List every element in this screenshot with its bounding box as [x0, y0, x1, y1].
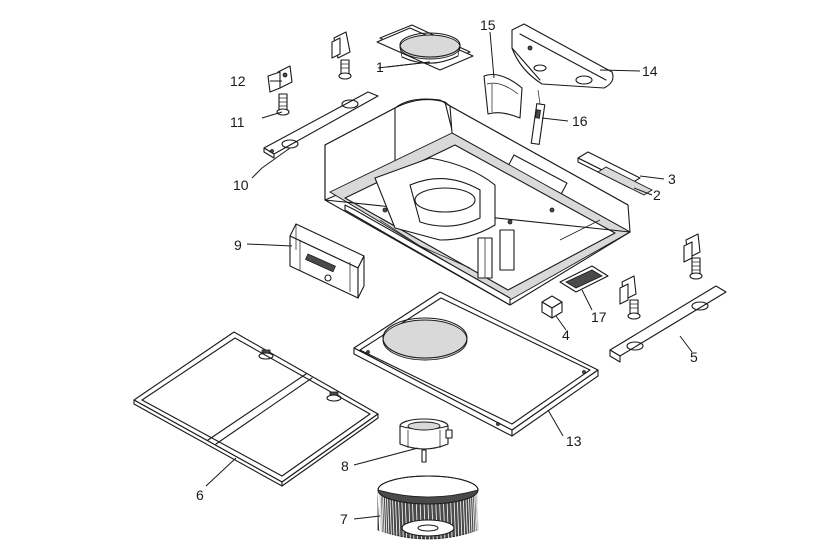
part-7-blower-wheel — [377, 475, 480, 543]
blower-blade — [457, 501, 460, 541]
blower-blade — [475, 494, 478, 534]
right-bracket-1 — [619, 275, 641, 320]
part-6-grease-filters — [133, 331, 379, 487]
part-4-small-block — [541, 295, 563, 319]
callout-1: 1 — [376, 59, 384, 75]
right-bracket-2 — [683, 233, 703, 280]
blower-blade — [378, 492, 381, 533]
blower-blade — [395, 500, 398, 540]
callout-8: 8 — [341, 458, 349, 474]
callout-4: 4 — [562, 327, 570, 343]
callout-7: 7 — [340, 511, 348, 527]
callout-17: 17 — [591, 309, 607, 325]
blower-blade — [383, 496, 386, 536]
callout-9: 9 — [234, 237, 242, 253]
callout-11: 11 — [230, 114, 245, 130]
callout-12: 12 — [230, 73, 246, 89]
part-13-bottom-panel — [353, 291, 599, 437]
blower-blade — [401, 501, 404, 541]
callout-14: 14 — [642, 63, 658, 79]
blower-blade — [387, 498, 390, 538]
leader-lines — [205, 31, 693, 520]
part-9-junction-box — [289, 223, 365, 299]
blower-blade — [460, 500, 463, 540]
callout-15: 15 — [480, 17, 496, 33]
blower-blade — [379, 493, 382, 533]
hood-body — [324, 98, 631, 306]
blower-blade — [468, 498, 471, 538]
blower-blade — [389, 499, 392, 539]
blower-blade — [463, 499, 466, 539]
callout-2: 2 — [653, 187, 661, 203]
callout-6: 6 — [196, 487, 204, 503]
part-15-damper-flap — [483, 73, 523, 119]
part-14-damper-housing — [511, 23, 614, 89]
blower-blade — [404, 502, 408, 542]
part-5-mounting-rail — [609, 285, 727, 363]
blower-blade — [381, 495, 384, 535]
part-17-cover-plate — [559, 265, 609, 293]
callout-13: 13 — [566, 433, 582, 449]
part-12-mounting-bracket — [267, 65, 293, 93]
callout-5: 5 — [690, 349, 698, 365]
blower-blade — [477, 492, 480, 533]
blower-blade — [380, 494, 383, 534]
part-11-mounting-screw — [276, 93, 290, 116]
blower-blade — [465, 499, 468, 539]
blower-blade — [450, 502, 453, 542]
blower-blade — [472, 496, 475, 536]
blower-blade — [398, 501, 401, 541]
blower-blade — [473, 495, 477, 535]
blower-blade — [453, 501, 456, 541]
part-1-duct-collar-plate — [376, 24, 474, 71]
callout-10: 10 — [233, 177, 249, 193]
blower-blade — [470, 497, 473, 537]
blower-blade — [385, 497, 388, 537]
blower-blade — [392, 499, 395, 539]
blower-blade — [477, 489, 480, 531]
part-8-motor — [399, 418, 453, 463]
callout-16: 16 — [572, 113, 588, 129]
callout-labels: 1 2 3 4 5 6 7 8 9 10 11 12 13 14 15 16 1… — [196, 17, 698, 527]
part-16-damper-latch — [530, 89, 546, 145]
upper-bracket-top-center — [331, 31, 352, 80]
blower-blade — [476, 493, 479, 533]
callout-3: 3 — [668, 171, 676, 187]
part-2-lens-frame — [597, 166, 653, 196]
